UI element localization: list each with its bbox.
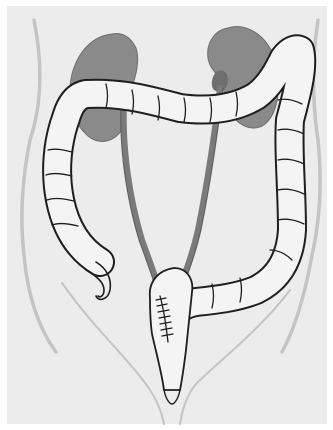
figure-canvas [0,0,333,430]
anatomical-illustration [0,0,333,430]
